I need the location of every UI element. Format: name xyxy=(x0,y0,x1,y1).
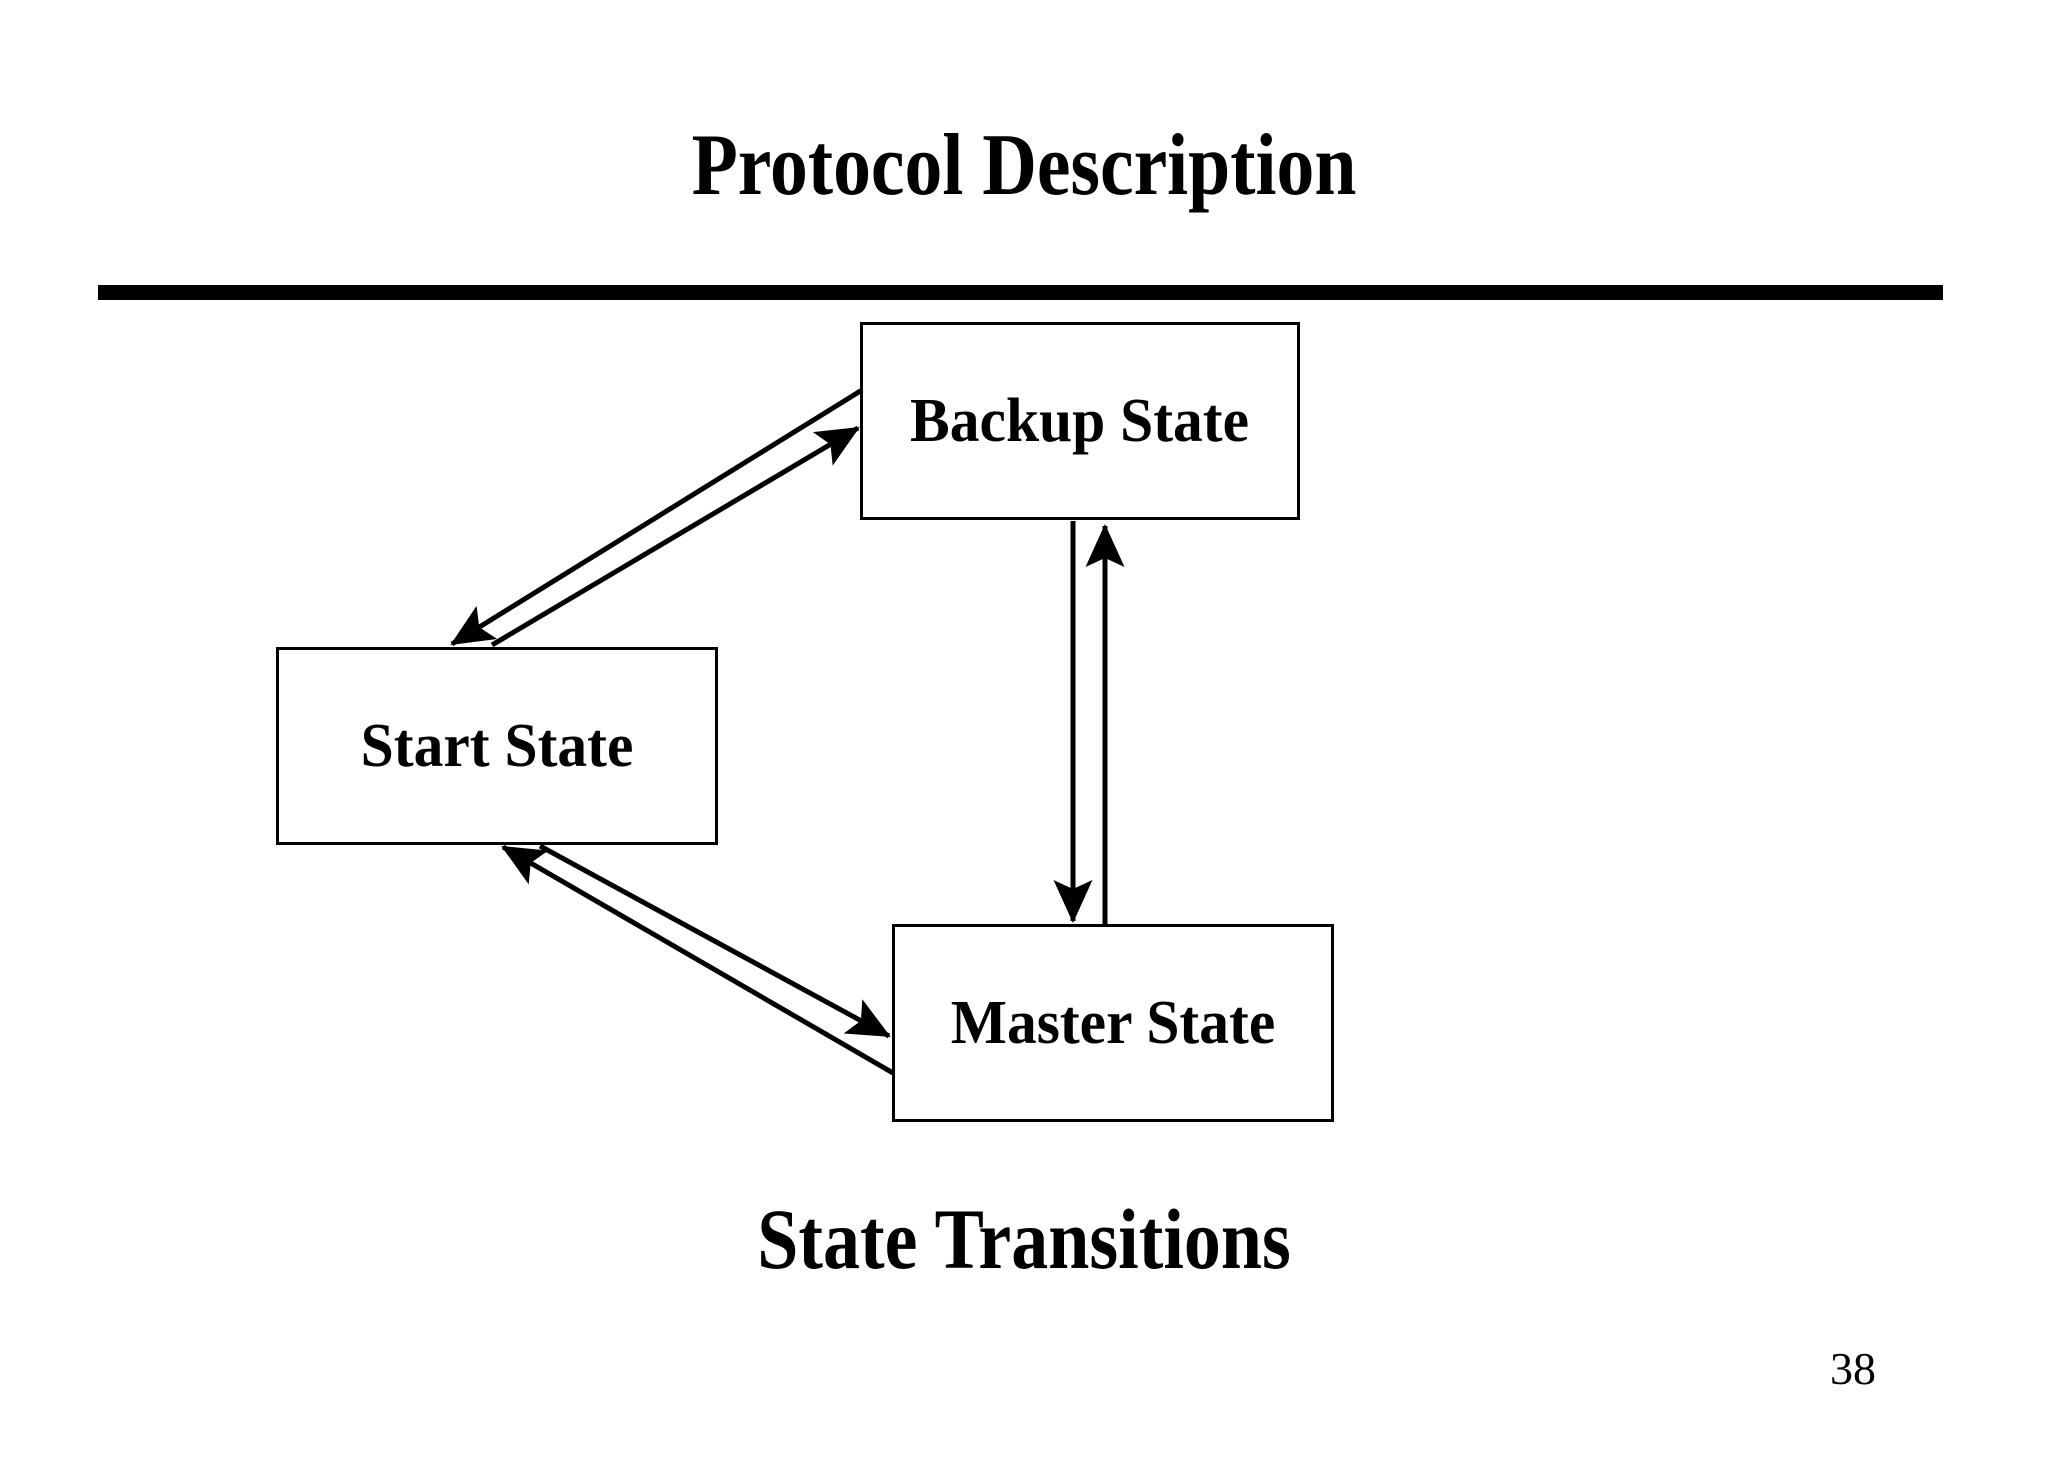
edge-start-to-backup xyxy=(490,425,860,648)
edge-start-to-master xyxy=(538,843,891,1039)
page-title: Protocol Description xyxy=(691,117,1357,214)
state-node-start-label: Start State xyxy=(360,712,634,780)
edge-backup-to-start xyxy=(450,387,864,647)
state-node-master-label: Master State xyxy=(950,989,1276,1057)
state-node-backup-label: Backup State xyxy=(910,387,1250,455)
title-underline-rule xyxy=(98,285,1943,300)
page-number: 38 xyxy=(1830,1343,1876,1394)
state-node-start[interactable]: Start State xyxy=(276,647,718,845)
edge-master-to-start xyxy=(501,844,895,1076)
state-node-master[interactable]: Master State xyxy=(892,924,1334,1122)
state-node-backup[interactable]: Backup State xyxy=(860,322,1300,520)
diagram-caption: State Transitions xyxy=(757,1191,1291,1287)
